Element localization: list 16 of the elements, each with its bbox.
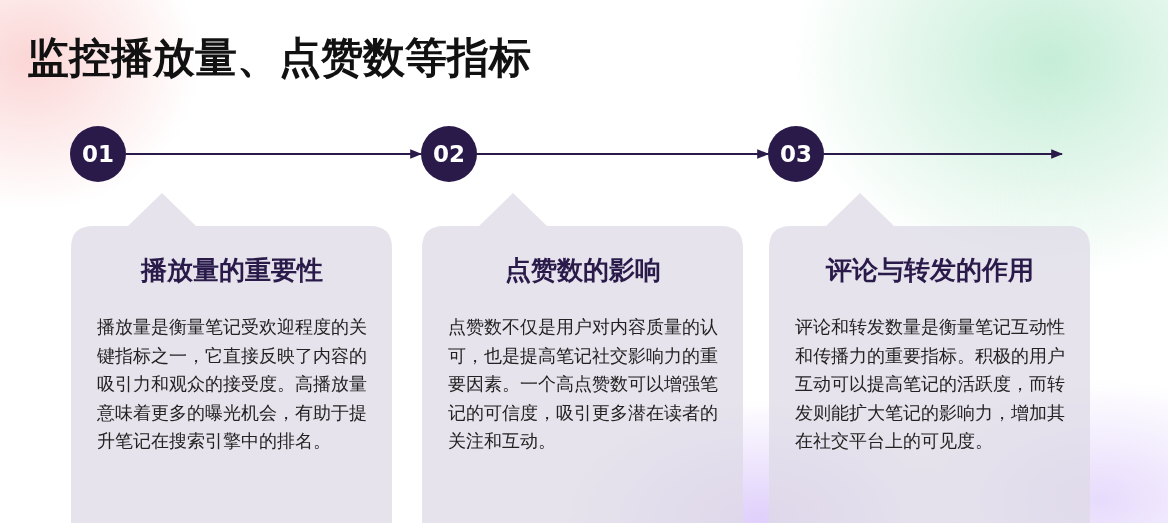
step-number-circle: 01 [70, 126, 126, 182]
step-number-circle: 03 [768, 126, 824, 182]
arrow [476, 149, 770, 159]
slide-title: 监控播放量、点赞数等指标 [27, 32, 531, 84]
step-number-circle: 02 [421, 126, 477, 182]
card-description: 播放量是衡量笔记受欢迎程度的关键指标之一，它直接反映了内容的吸引力和观众的接受度。高播放量意味着更多的曝光机会，有助于提升笔记在搜索引擎中的排名。 [97, 315, 368, 453]
arrow [823, 149, 1064, 159]
card-heading: 播放量的重要性 [139, 254, 324, 287]
card-description: 评论和转发数量是衡量笔记互动性和传播力的重要指标。积极的用户互动可以提高笔记的活跃度，而转发则能扩大笔记的影响力，增加其在社交平台上的可见度。 [795, 315, 1066, 453]
card-heading: 点赞数的影响 [503, 254, 662, 287]
speech-bubble-card [769, 193, 1090, 523]
card-description: 点赞数不仅是用户对内容质量的认可，也是提高笔记社交影响力的重要因素。一个高点赞数可以增强笔记的可信度，吸引更多潜在读者的关注和互动。 [448, 315, 719, 453]
card-heading: 评论与转发的作用 [824, 254, 1035, 287]
speech-bubble-card [422, 193, 743, 523]
speech-bubble-card [71, 193, 392, 523]
arrow [125, 149, 423, 159]
